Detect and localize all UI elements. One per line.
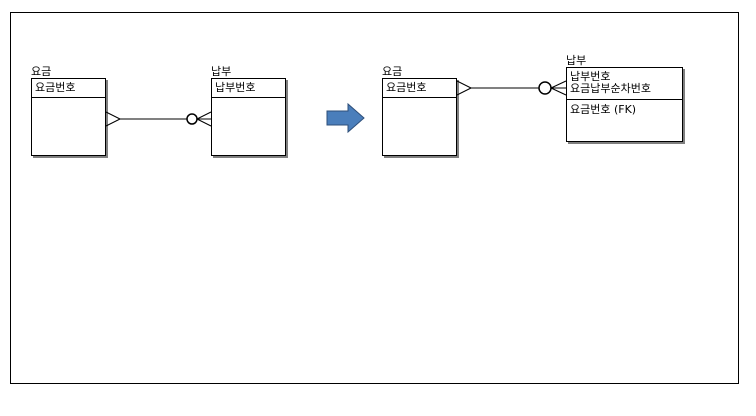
right-fee-entity[interactable]: 요금번호: [382, 78, 457, 156]
left-payment-title: 납부: [211, 65, 232, 78]
diagram-frame: [10, 12, 739, 384]
right-fee-pk: 요금번호: [386, 81, 427, 94]
left-fee-pk: 요금번호: [35, 81, 76, 94]
right-payment-key-divider: [567, 99, 682, 100]
right-payment-fk: 요금번호 (FK): [570, 103, 637, 116]
right-payment-title: 납부: [566, 54, 587, 67]
right-payment-pk-1: 납부번호: [570, 70, 611, 83]
right-relationship-line: [456, 80, 567, 96]
left-relationship-line: [105, 111, 212, 127]
left-fee-title: 요금: [31, 65, 52, 78]
transform-arrow: [326, 102, 365, 134]
right-payment-entity[interactable]: 납부번호 요금납부순차번호 요금번호 (FK): [566, 67, 683, 142]
left-fee-entity[interactable]: 요금번호: [31, 78, 106, 156]
right-payment-pk-2: 요금납부순차번호: [570, 82, 651, 95]
right-fee-key-divider: [383, 97, 456, 98]
left-payment-entity[interactable]: 납부번호: [211, 78, 286, 156]
left-payment-key-divider: [212, 97, 285, 98]
right-fee-title: 요금: [382, 65, 403, 78]
left-payment-pk: 납부번호: [215, 81, 256, 94]
left-fee-key-divider: [32, 97, 105, 98]
